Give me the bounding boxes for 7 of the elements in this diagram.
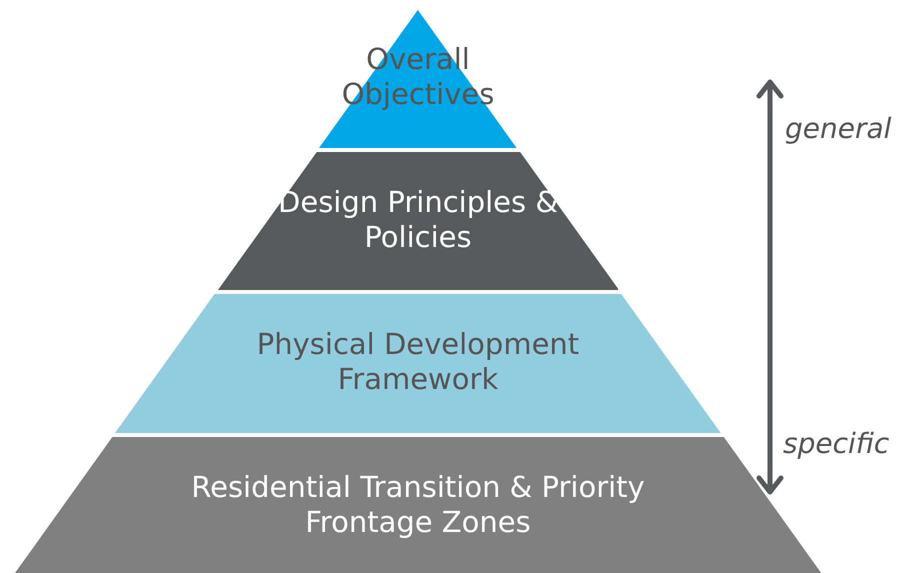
tier-label: Design Principles & Policies — [277, 185, 559, 255]
pyramid-tier — [115, 294, 721, 433]
axis-label: general — [785, 112, 892, 145]
tier-label: Physical Development Framework — [256, 327, 580, 397]
pyramid-tier — [218, 152, 618, 290]
tier-label: Residential Transition & Priority Frontage Zones — [190, 470, 646, 540]
axis-label: specific — [783, 427, 890, 460]
